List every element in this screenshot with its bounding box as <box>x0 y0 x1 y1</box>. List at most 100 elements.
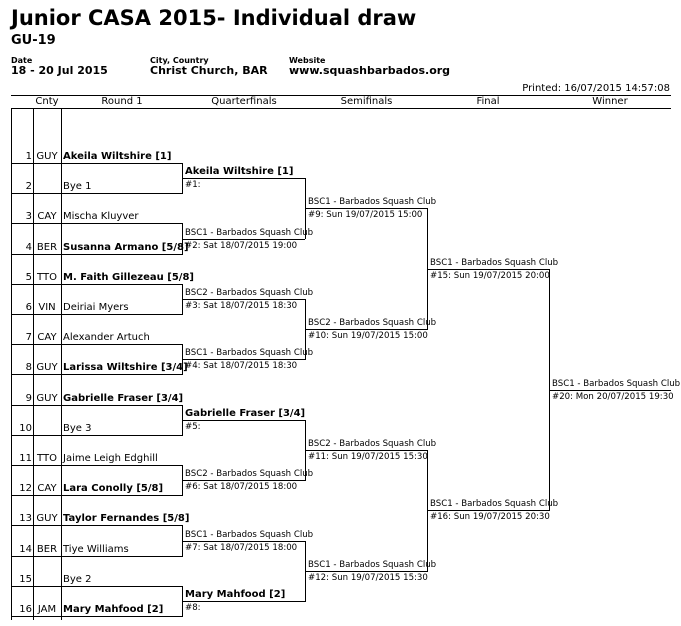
round1-row-line <box>11 465 182 466</box>
quarterfinals-match-line <box>182 480 305 482</box>
draw-position: 15 <box>19 573 32 585</box>
draw-position: 10 <box>19 422 32 434</box>
final-match-info: #16: Sun 19/07/2015 20:30 <box>430 512 550 523</box>
player-name[interactable]: Bye 2 <box>63 573 92 585</box>
semifinals-match-info: #11: Sun 19/07/2015 15:30 <box>308 451 428 462</box>
semifinals-match-line <box>305 208 427 210</box>
semifinals-match-winner[interactable]: BSC2 - Barbados Squash Club <box>308 318 437 329</box>
final-match-winner[interactable]: BSC1 - Barbados Squash Club <box>430 257 559 268</box>
player-name[interactable]: Susanna Armano [5/8] <box>63 241 189 253</box>
draw-position: 7 <box>25 332 32 344</box>
round1-row-line <box>11 404 182 406</box>
final-match-line <box>427 268 549 270</box>
semifinals-match-line <box>305 329 427 331</box>
quarterfinals-match-winner[interactable]: BSC2 - Barbados Squash Club <box>185 287 314 298</box>
semifinals-match-winner[interactable]: BSC2 - Barbados Squash Club <box>308 438 437 449</box>
quarterfinals-match-line <box>182 178 305 180</box>
player-country: JAM <box>37 604 57 615</box>
semifinals-match-info: #9: Sun 19/07/2015 15:00 <box>308 210 423 221</box>
semifinals-match-winner[interactable]: BSC1 - Barbados Squash Club <box>308 559 437 570</box>
draw-position: 11 <box>19 453 32 464</box>
header-divider-top <box>11 95 671 96</box>
player-country: VIN <box>38 302 56 313</box>
quarterfinals-match-winner[interactable]: Akeila Wiltshire [1] <box>185 166 294 178</box>
quarterfinals-match-line <box>182 238 305 240</box>
quarterfinals-match-winner[interactable]: BSC2 - Barbados Squash Club <box>185 469 314 480</box>
quarterfinals-match-winner[interactable]: BSC1 - Barbados Squash Club <box>185 348 314 359</box>
semifinals-match-winner[interactable]: BSC1 - Barbados Squash Club <box>308 197 437 208</box>
quarterfinals-match-line <box>182 540 305 542</box>
draw-position: 14 <box>19 543 32 555</box>
player-name[interactable]: Deiriai Myers <box>63 302 129 313</box>
round1-row-line <box>11 314 182 315</box>
semifinals-match-info: #10: Sun 19/07/2015 15:00 <box>308 331 428 342</box>
draw-position: 6 <box>25 302 32 313</box>
player-name[interactable]: Akeila Wiltshire [1] <box>63 151 172 162</box>
quarterfinals-match-winner[interactable]: BSC1 - Barbados Squash Club <box>185 227 314 238</box>
player-country: TTO <box>37 453 57 464</box>
player-name[interactable]: Alexander Artuch <box>63 332 150 344</box>
draw-position: 4 <box>25 241 32 253</box>
player-country: GUY <box>36 392 58 404</box>
quarterfinals-match-info: #5: <box>185 421 201 432</box>
player-country: TTO <box>37 271 57 283</box>
column-header-semifinals: Semifinals <box>340 96 393 107</box>
final-match-line <box>427 510 549 512</box>
quarterfinals-match-line <box>182 600 305 602</box>
round1-row-line <box>11 555 182 557</box>
round1-row-line <box>11 434 182 436</box>
quarterfinals-match-winner[interactable]: Mary Mahfood [2] <box>185 588 286 600</box>
semifinals-match-info: #12: Sun 19/07/2015 15:30 <box>308 572 428 583</box>
draw-position: 3 <box>25 211 32 223</box>
player-name[interactable]: Mischa Kluyver <box>63 211 139 223</box>
bracket-divider-seed <box>33 109 34 620</box>
winner-match-info: #20: Mon 20/07/2015 19:30 <box>552 391 674 402</box>
column-header-winner: Winner <box>592 96 628 107</box>
quarterfinals-match-info: #4: Sat 18/07/2015 18:30 <box>185 361 298 372</box>
quarterfinals-match-line <box>182 298 305 300</box>
draw-position: 9 <box>25 392 32 404</box>
round1-row-line <box>11 193 182 195</box>
quarterfinals-match-info: #1: <box>185 180 201 191</box>
bracket-border-left <box>11 109 12 620</box>
header-divider-bottom <box>11 108 671 109</box>
player-name[interactable]: M. Faith Gillezeau [5/8] <box>63 271 194 283</box>
round1-row-line <box>11 344 182 346</box>
website-label: Website <box>289 56 326 65</box>
player-country: BER <box>36 241 58 253</box>
draw-position: 5 <box>25 271 32 283</box>
player-name[interactable]: Lara Conolly [5/8] <box>63 483 164 495</box>
column-header-cnty: Cnty <box>35 96 59 107</box>
column-header-final: Final <box>476 96 500 107</box>
location-value: Christ Church, BAR <box>150 64 268 77</box>
player-name[interactable]: Gabrielle Fraser [3/4] <box>63 392 184 404</box>
semifinals-match-line <box>305 449 427 451</box>
player-name[interactable]: Larissa Wiltshire [3/4] <box>63 362 188 374</box>
quarterfinals-match-info: #8: <box>185 602 201 613</box>
round1-row-line <box>11 616 182 617</box>
player-name[interactable]: Bye 1 <box>63 181 92 193</box>
round1-row-line <box>11 163 182 164</box>
quarterfinals-match-winner[interactable]: BSC1 - Barbados Squash Club <box>185 529 314 540</box>
round1-row-line <box>11 223 182 225</box>
quarterfinals-match-info: #7: Sat 18/07/2015 18:00 <box>185 542 298 553</box>
player-name[interactable]: Mary Mahfood [2] <box>63 604 164 615</box>
printed-timestamp: Printed: 16/07/2015 14:57:08 <box>522 83 670 94</box>
player-country: GUY <box>36 151 58 162</box>
quarterfinals-match-info: #6: Sat 18/07/2015 18:00 <box>185 482 298 493</box>
column-header-round1: Round 1 <box>101 96 143 107</box>
final-match-info: #15: Sun 19/07/2015 20:00 <box>430 270 550 281</box>
player-name[interactable]: Taylor Fernandes [5/8] <box>63 513 190 525</box>
website-link[interactable]: www.squashbarbados.org <box>289 64 451 77</box>
player-name[interactable]: Jaime Leigh Edghill <box>63 453 158 464</box>
quarterfinals-match-winner[interactable]: Gabrielle Fraser [3/4] <box>185 407 306 419</box>
final-match-winner[interactable]: BSC1 - Barbados Squash Club <box>430 499 559 510</box>
player-name[interactable]: Bye 3 <box>63 422 92 434</box>
quarterfinals-match-info: #3: Sat 18/07/2015 18:30 <box>185 300 298 311</box>
draw-category: GU-19 <box>11 33 56 48</box>
column-header-quarterfinals: Quarterfinals <box>211 96 277 107</box>
player-name[interactable]: Tiye Williams <box>63 543 129 555</box>
winner-match-winner[interactable]: BSC1 - Barbados Squash Club <box>552 378 681 389</box>
page-title: Junior CASA 2015- Individual draw <box>11 6 417 30</box>
semifinals-match-line <box>305 570 427 572</box>
